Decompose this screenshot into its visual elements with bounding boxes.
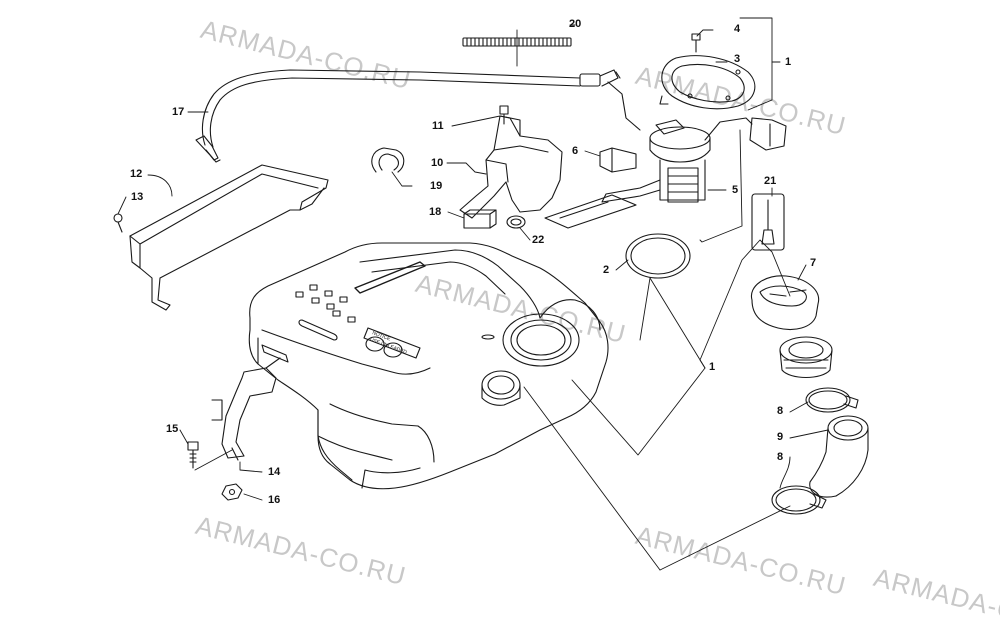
- callout-18: 18: [429, 206, 442, 218]
- callout-8-upper: 8: [777, 405, 784, 417]
- heat-shield: [129, 164, 329, 311]
- fuel-pump: [544, 117, 787, 229]
- callout-19: 19: [430, 180, 443, 192]
- callout-14: 14: [268, 466, 281, 478]
- hose-clamp-upper: [805, 387, 859, 413]
- mounting-bracket: [459, 115, 563, 219]
- mounting-nut: [221, 483, 243, 501]
- filler-neck: [779, 336, 833, 379]
- mounting-bolt: [187, 441, 199, 469]
- hose-clip: [371, 147, 405, 173]
- retainer-screw: [691, 33, 701, 53]
- callout-1-mid: 1: [709, 361, 716, 373]
- callout-13: 13: [131, 191, 144, 203]
- callout-16: 16: [268, 494, 281, 506]
- tank-strap-bracket: [211, 357, 281, 461]
- callout-7: 7: [810, 257, 817, 269]
- callout-22: 22: [532, 234, 545, 246]
- callout-4: 4: [734, 23, 741, 35]
- fuel-cap: [750, 275, 820, 331]
- callout-9: 9: [777, 431, 784, 443]
- callout-20: 20: [569, 18, 582, 30]
- parts-diagram: ARMADA-CO.RU ARMADA-CO.RU ARMADA-CO.RU A…: [113, 14, 1000, 643]
- grommet: [506, 215, 526, 229]
- callout-10: 10: [431, 157, 444, 169]
- callout-2: 2: [603, 264, 610, 276]
- pump-gasket: [625, 233, 691, 279]
- callout-15: 15: [166, 423, 179, 435]
- shield-screw: [113, 213, 123, 233]
- rubber-pad: [463, 209, 497, 229]
- callout-17: 17: [172, 106, 185, 118]
- callout-3: 3: [734, 53, 741, 65]
- callout-1-top: 1: [785, 56, 792, 68]
- hose-clamp-lower: [771, 485, 827, 515]
- callout-21: 21: [764, 175, 777, 187]
- callout-6: 6: [572, 145, 579, 157]
- callout-11: 11: [432, 120, 444, 132]
- vent-hose: [195, 69, 641, 163]
- bracket-screw: [499, 105, 509, 125]
- fuel-tank: [248, 242, 609, 490]
- callout-12: 12: [130, 168, 143, 180]
- callout-5: 5: [732, 184, 739, 196]
- retainer-ring: [659, 55, 756, 110]
- filler-hose: [809, 415, 869, 498]
- callout-8-lower: 8: [777, 451, 784, 463]
- diagram-drawing: NOTICE USE UNLEADED: [113, 17, 869, 571]
- leader-lines: [117, 17, 829, 571]
- fuel-sensor: [751, 193, 785, 251]
